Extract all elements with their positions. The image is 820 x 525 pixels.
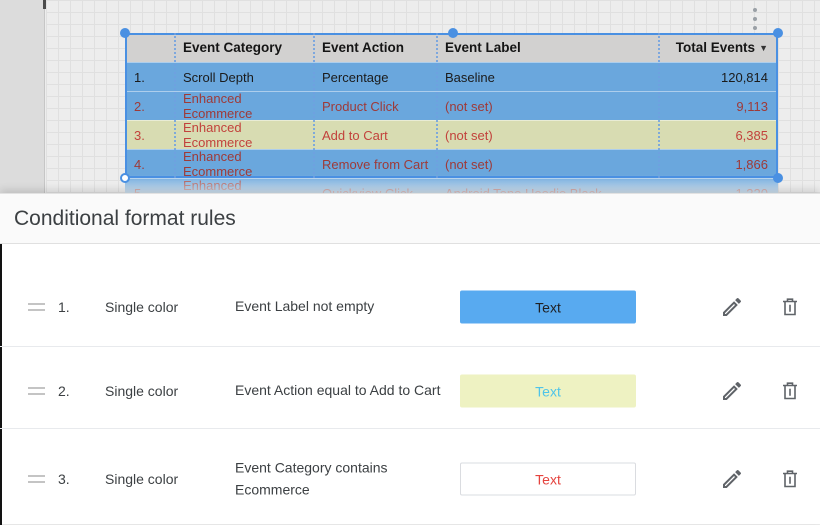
panel-header: Conditional format rules (0, 194, 820, 244)
report-canvas: Event Category Event Action Event Label … (0, 0, 820, 193)
cell-total: 1,320 (735, 185, 768, 194)
cell-action: Quickview Click (322, 185, 414, 194)
cell-action: Percentage (322, 69, 389, 85)
cell-total: 1,866 (735, 156, 768, 172)
cell-category: Enhanced Ecommerce (183, 178, 242, 193)
rule-row-2: 2. Single color Event Action equal to Ad… (0, 346, 820, 428)
kebab-menu-icon[interactable] (749, 8, 761, 30)
panel-left-edge (0, 244, 2, 525)
trash-icon (783, 382, 797, 400)
cell-total: 120,814 (721, 69, 768, 85)
row-number: 1. (134, 69, 145, 85)
rule-description: Event Category contains Ecommerce (235, 459, 388, 497)
cell-action: Product Click (322, 98, 399, 114)
table-row: 5. Enhanced Ecommerce Quickview Click An… (125, 178, 778, 193)
rule-color-swatch[interactable]: Text (460, 462, 636, 496)
cell-total: 6,385 (735, 127, 768, 143)
drag-handle-icon[interactable] (28, 387, 45, 395)
resize-handle-top-left[interactable] (120, 28, 130, 38)
table-row: 1. Scroll Depth Percentage Baseline 120,… (125, 62, 778, 91)
table-row: 4. Enhanced Ecommerce Remove from Cart (… (125, 149, 778, 179)
cell-label: (not set) (445, 127, 493, 143)
row-number: 2. (134, 98, 145, 114)
rule-index: 2. (58, 383, 70, 399)
rule-index: 3. (58, 471, 70, 487)
drag-handle-icon[interactable] (28, 475, 45, 483)
resize-handle-top-center[interactable] (448, 28, 458, 38)
events-table[interactable]: Event Category Event Action Event Label … (125, 33, 778, 193)
row-number: 5. (134, 185, 145, 194)
rule-color-swatch[interactable]: Text (460, 374, 636, 408)
trash-icon (783, 298, 797, 316)
pencil-icon (723, 298, 742, 316)
rule-description: Event Label not empty (235, 298, 375, 315)
drag-handle-icon[interactable] (28, 303, 45, 311)
cell-category: Enhanced Ecommerce (183, 120, 253, 150)
cell-label: Android Tone Hoodie Black (445, 185, 602, 194)
cell-label: (not set) (445, 156, 493, 172)
delete-rule-button[interactable] (778, 295, 802, 319)
rule-index: 1. (58, 299, 70, 315)
header-event-action: Event Action (322, 40, 405, 55)
pencil-icon (723, 382, 742, 400)
sort-desc-icon: ▼ (759, 43, 768, 53)
rule-color-swatch[interactable]: Text (460, 290, 636, 324)
pencil-icon (723, 470, 742, 488)
cell-label: (not set) (445, 98, 493, 114)
row-number: 3. (134, 127, 145, 143)
resize-handle-top-right[interactable] (773, 28, 783, 38)
rule-type: Single color (105, 383, 179, 399)
conditional-format-panel: Conditional format rules 1. Single color… (0, 193, 820, 525)
rule-type: Single color (105, 299, 179, 315)
header-event-label: Event Label (445, 40, 521, 55)
cell-label: Baseline (445, 69, 495, 85)
table-row: 3. Enhanced Ecommerce Add to Cart (not s… (125, 120, 778, 150)
rule-type: Single color (105, 471, 179, 487)
margin-marker (43, 0, 46, 9)
rule-row-1: 1. Single color Event Label not empty Te… (0, 244, 820, 346)
trash-icon (783, 470, 797, 488)
header-total-events[interactable]: Total Events▼ (675, 40, 768, 55)
cell-action: Remove from Cart (322, 156, 429, 172)
canvas-left-margin (0, 0, 45, 193)
cell-category: Scroll Depth (183, 69, 254, 85)
table-header-row: Event Category Event Action Event Label … (125, 33, 778, 62)
delete-rule-button[interactable] (778, 467, 802, 491)
resize-handle-bottom-left[interactable] (120, 173, 130, 183)
delete-rule-button[interactable] (778, 379, 802, 403)
edit-rule-button[interactable] (720, 295, 744, 319)
cell-category: Enhanced Ecommerce (183, 149, 253, 179)
rule-description: Event Action equal to Add to Cart (235, 382, 441, 399)
cell-total: 9,113 (736, 98, 768, 114)
edit-rule-button[interactable] (720, 379, 744, 403)
table-row: 2. Enhanced Ecommerce Product Click (not… (125, 91, 778, 121)
row-number: 4. (134, 156, 145, 172)
cell-action: Add to Cart (322, 127, 388, 143)
cell-category: Enhanced Ecommerce (183, 91, 253, 121)
resize-handle-bottom-right[interactable] (773, 173, 783, 183)
edit-rule-button[interactable] (720, 467, 744, 491)
rule-row-3: 3. Single color Event Category contains … (0, 428, 820, 525)
header-event-category: Event Category (183, 40, 283, 55)
panel-title: Conditional format rules (14, 206, 236, 230)
